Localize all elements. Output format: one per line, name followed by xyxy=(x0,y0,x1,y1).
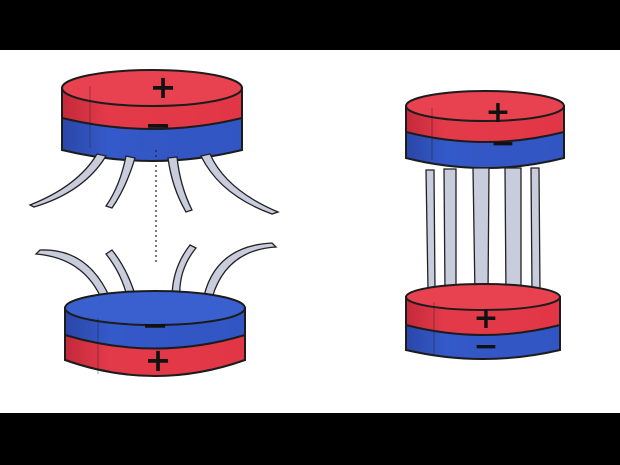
right-top-negative-sign: − xyxy=(490,126,515,161)
left-top-magnet: + − xyxy=(61,68,243,162)
left-bottom-negative-sign: − xyxy=(142,306,169,344)
right-top-positive-sign: + xyxy=(485,95,510,130)
right-bottom-positive-sign: + xyxy=(473,301,498,336)
right-top-magnet: + − xyxy=(405,90,565,169)
left-upper-field-lines xyxy=(28,153,280,215)
left-top-negative-sign: − xyxy=(145,106,172,144)
left-top-positive-sign: + xyxy=(150,68,177,106)
left-bottom-positive-sign: + xyxy=(145,341,172,379)
right-bottom-magnet: + − xyxy=(405,283,561,364)
left-lower-field-lines xyxy=(34,242,278,301)
left-magnet-pair: + − xyxy=(28,68,280,379)
right-bottom-negative-sign: − xyxy=(473,329,498,364)
left-bottom-magnet: − + xyxy=(64,290,246,379)
right-field-lines xyxy=(425,167,541,297)
right-magnet-pair: + − + − xyxy=(405,90,565,364)
